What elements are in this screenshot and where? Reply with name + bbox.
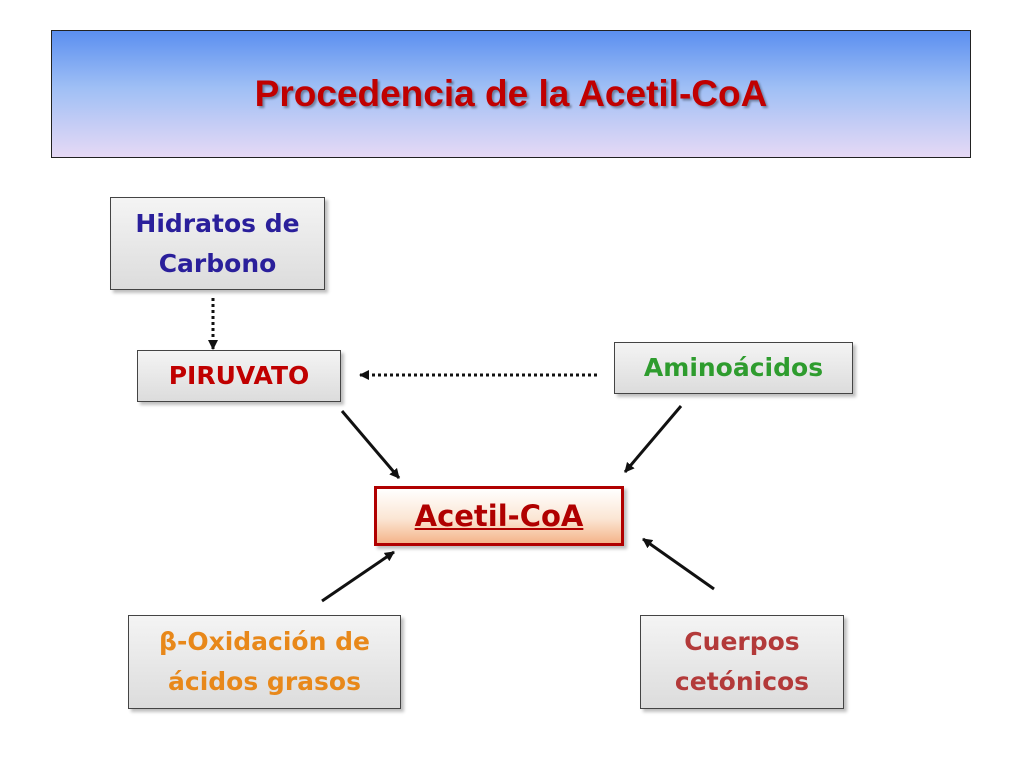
node-aminoacidos: Aminoácidos [614, 342, 853, 394]
node-cuerpos-line-1: Cuerpos [684, 627, 800, 656]
node-acetil-coa-label: Acetil-CoA [414, 498, 584, 533]
node-hidratos-line-1: Hidratos de [135, 208, 300, 238]
arrow-piruvato-to-acetil [340, 410, 401, 479]
node-beta-oxidacion: β-Oxidación de ácidos grasos [128, 615, 401, 709]
node-beta-line-2: ácidos grasos [168, 667, 361, 696]
page-title: Procedencia de la Acetil-CoA [254, 73, 768, 114]
arrow-cuerpos-to-acetil [642, 537, 715, 591]
arrow-aminoacidos-to-acetil [623, 405, 683, 473]
node-beta-line-1: β-Oxidación de [159, 627, 370, 656]
node-hidratos-de-carbono: Hidratos de Carbono [110, 197, 325, 290]
title-banner: Procedencia de la Acetil-CoA [51, 30, 971, 158]
node-piruvato-label: PIRUVATO [168, 361, 310, 390]
node-acetil-coa: Acetil-CoA [374, 486, 624, 546]
node-cuerpos-line-2: cetónicos [674, 667, 810, 696]
node-aminoacidos-label: Aminoácidos [643, 353, 824, 382]
node-piruvato: PIRUVATO [137, 350, 341, 402]
node-hidratos-line-2: Carbono [158, 248, 277, 278]
arrow-beta-to-acetil [321, 550, 395, 603]
node-cuerpos-cetonicos: Cuerpos cetónicos [640, 615, 844, 709]
